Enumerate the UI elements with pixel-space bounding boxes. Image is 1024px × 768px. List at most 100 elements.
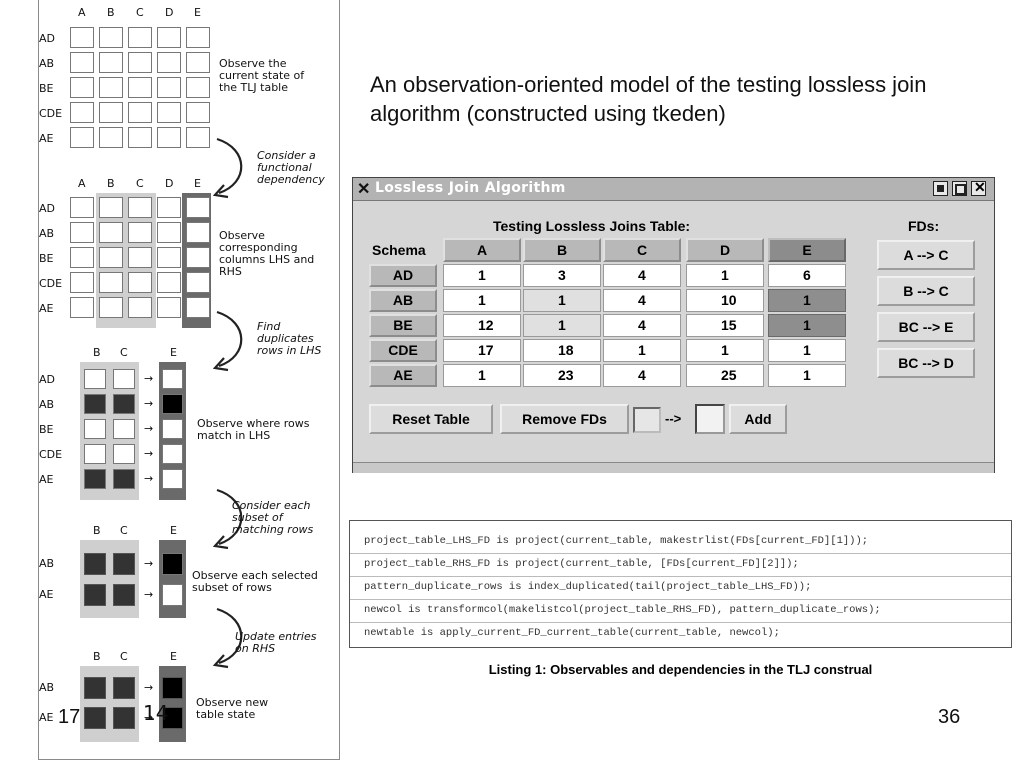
diagram-cell bbox=[70, 272, 94, 293]
table-cell[interactable]: 1 bbox=[768, 364, 846, 387]
window-bottom-bar bbox=[353, 462, 994, 473]
diagram-step-1-text: Observe the current state of the TLJ tab… bbox=[219, 57, 305, 94]
diagram-cell bbox=[113, 553, 135, 575]
curved-arrow-icon bbox=[212, 310, 243, 372]
column-header-e[interactable]: E bbox=[768, 238, 846, 262]
diagram-cell bbox=[157, 222, 181, 243]
close-button[interactable]: ✕ bbox=[971, 179, 986, 196]
diagram-cell bbox=[186, 77, 210, 98]
diagram-cell bbox=[99, 52, 123, 73]
row-header-cde[interactable]: CDE bbox=[369, 339, 437, 362]
diagram-cell bbox=[113, 394, 135, 414]
diagram-step-2-text: Observe corresponding columns LHS and RH… bbox=[219, 229, 315, 278]
table-cell[interactable]: 4 bbox=[603, 364, 681, 387]
table-cell[interactable]: 1 bbox=[686, 339, 764, 362]
curved-arrow-icon bbox=[212, 137, 243, 199]
diagram-cell bbox=[162, 677, 183, 699]
table-cell[interactable]: 18 bbox=[523, 339, 601, 362]
column-header-c[interactable]: C bbox=[603, 238, 681, 262]
fd-button[interactable]: B --> C bbox=[877, 276, 975, 306]
diagram-col-label: D bbox=[165, 177, 174, 190]
table-cell[interactable]: 4 bbox=[603, 289, 681, 312]
table-cell[interactable]: 4 bbox=[603, 314, 681, 337]
diagram-cell bbox=[157, 102, 181, 123]
fd-lhs-input[interactable] bbox=[633, 407, 661, 433]
diagram-cell bbox=[99, 102, 123, 123]
close-icon: ✕ bbox=[974, 179, 986, 195]
table-cell[interactable]: 15 bbox=[686, 314, 764, 337]
table-cell[interactable]: 1 bbox=[768, 289, 846, 312]
diagram-cell bbox=[99, 222, 123, 243]
row-header-be[interactable]: BE bbox=[369, 314, 437, 337]
window-title: Lossless Join Algorithm bbox=[375, 180, 566, 196]
diagram-col-label: D bbox=[165, 6, 174, 19]
diagram-row-label: AE bbox=[39, 588, 54, 601]
table-cell[interactable]: 3 bbox=[523, 264, 601, 287]
diagram-row-label: AE bbox=[39, 473, 54, 486]
diagram-col-label: B bbox=[93, 650, 101, 663]
column-header-b[interactable]: B bbox=[523, 238, 601, 262]
column-header-d[interactable]: D bbox=[686, 238, 764, 262]
diagram-cell bbox=[70, 222, 94, 243]
table-cell[interactable]: 1 bbox=[523, 289, 601, 312]
row-header-ae[interactable]: AE bbox=[369, 364, 437, 387]
diagram-cell bbox=[128, 197, 152, 218]
diagram-cell bbox=[157, 52, 181, 73]
fd-button[interactable]: BC --> D bbox=[877, 348, 975, 378]
table-cell[interactable]: 1 bbox=[768, 339, 846, 362]
diagram-row-label: AE bbox=[39, 132, 54, 145]
lossless-join-window: ✕ Lossless Join Algorithm ✕ Testing Loss… bbox=[352, 177, 995, 473]
table-cell[interactable]: 23 bbox=[523, 364, 601, 387]
table-cell[interactable]: 1 bbox=[443, 364, 521, 387]
table-cell[interactable]: 1 bbox=[603, 339, 681, 362]
diagram-rhs-strip bbox=[159, 540, 186, 618]
diagram-cell bbox=[99, 27, 123, 48]
diagram-row-label: BE bbox=[39, 82, 54, 95]
diagram-cell bbox=[113, 369, 135, 389]
table-cell[interactable]: 1 bbox=[443, 289, 521, 312]
table-cell[interactable]: 1 bbox=[768, 314, 846, 337]
code-separator bbox=[350, 622, 1011, 623]
table-cell[interactable]: 25 bbox=[686, 364, 764, 387]
diagram-cell bbox=[99, 127, 123, 148]
diagram-cell bbox=[99, 272, 123, 293]
diagram-cell bbox=[162, 469, 183, 489]
diagram-step-3-arrow-text: Find duplicates rows in LHS bbox=[257, 320, 322, 357]
diagram-row-label: AE bbox=[39, 711, 54, 724]
table-cell[interactable]: 1 bbox=[443, 264, 521, 287]
column-header-a[interactable]: A bbox=[443, 238, 521, 262]
row-header-ab[interactable]: AB bbox=[369, 289, 437, 312]
diagram-row-label: AD bbox=[39, 32, 55, 45]
minimize-button[interactable] bbox=[933, 181, 948, 196]
diagram-cell bbox=[113, 469, 135, 489]
add-fd-button[interactable]: Add bbox=[729, 404, 787, 434]
diagram-row-label: AD bbox=[39, 202, 55, 215]
code-separator bbox=[350, 576, 1011, 577]
table-cell[interactable]: 1 bbox=[523, 314, 601, 337]
remove-fds-button[interactable]: Remove FDs bbox=[500, 404, 629, 434]
diagram-small-arrow: → bbox=[144, 472, 154, 485]
diagram-cell bbox=[70, 197, 94, 218]
diagram-cell bbox=[186, 222, 210, 243]
table-cell[interactable]: 12 bbox=[443, 314, 521, 337]
row-header-ad[interactable]: AD bbox=[369, 264, 437, 287]
diagram-cell bbox=[113, 419, 135, 439]
fd-button[interactable]: BC --> E bbox=[877, 312, 975, 342]
diagram-cell bbox=[70, 127, 94, 148]
diagram-col-label: C bbox=[120, 650, 128, 663]
table-cell[interactable]: 6 bbox=[768, 264, 846, 287]
fd-arrow-label: --> bbox=[665, 411, 682, 426]
fd-button[interactable]: A --> C bbox=[877, 240, 975, 270]
reset-table-button[interactable]: Reset Table bbox=[369, 404, 493, 434]
diagram-cell bbox=[84, 419, 106, 439]
table-cell[interactable]: 17 bbox=[443, 339, 521, 362]
table-cell[interactable]: 1 bbox=[686, 264, 764, 287]
code-listing: project_table_LHS_FD is project(current_… bbox=[349, 520, 1012, 648]
table-title: Testing Lossless Joins Table: bbox=[493, 218, 691, 234]
maximize-button[interactable] bbox=[952, 181, 967, 196]
table-cell[interactable]: 10 bbox=[686, 289, 764, 312]
window-titlebar[interactable]: ✕ Lossless Join Algorithm ✕ bbox=[353, 178, 994, 201]
table-cell[interactable]: 4 bbox=[603, 264, 681, 287]
fd-rhs-input[interactable] bbox=[695, 404, 725, 434]
